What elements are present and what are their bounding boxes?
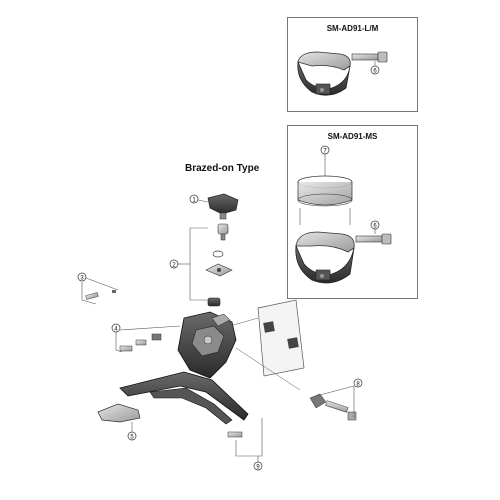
pin-parts-4 <box>119 333 162 352</box>
callout-7: 7 <box>320 145 330 155</box>
svg-text:5: 5 <box>130 435 134 441</box>
callout-3: 3 <box>77 272 87 282</box>
screw-parts-9 <box>227 431 243 438</box>
pin-parts-3 <box>85 290 116 300</box>
callout-2: 2 <box>169 259 179 269</box>
svg-text:6: 6 <box>373 69 377 75</box>
svg-text:8: 8 <box>356 382 360 388</box>
callout-1: 1 <box>189 194 199 204</box>
svg-text:6: 6 <box>373 224 377 230</box>
inset-title-lm: SM-AD91-L/M <box>326 24 379 33</box>
callout-6-top: 6 <box>370 65 380 75</box>
callout-5: 5 <box>127 431 137 441</box>
inset-title-ms: SM-AD91-MS <box>327 132 378 141</box>
diagram-title: Brazed-on Type <box>185 163 260 174</box>
clamp-shim-ms <box>297 175 353 207</box>
band-clamp-ms <box>295 231 355 284</box>
callout-8: 8 <box>353 378 363 388</box>
cage-tail-part <box>97 403 141 423</box>
svg-text:9: 9 <box>256 465 260 471</box>
band-clamp-lm <box>297 51 351 96</box>
seal-card <box>257 299 305 377</box>
top-cap-part <box>207 193 239 220</box>
svg-text:3: 3 <box>80 276 84 282</box>
callout-6-bottom: 6 <box>370 220 380 230</box>
mounting-bolt-part <box>309 393 357 421</box>
svg-text:7: 7 <box>323 149 327 155</box>
chain-cage <box>119 371 249 425</box>
callout-4: 4 <box>111 323 121 333</box>
clamp-bolt-lm <box>351 51 388 63</box>
callout-9: 9 <box>253 461 263 471</box>
svg-text:1: 1 <box>192 198 196 204</box>
svg-text:4: 4 <box>114 327 118 333</box>
svg-text:2: 2 <box>172 263 176 269</box>
adjust-screw-stack <box>205 223 233 307</box>
clamp-bolt-ms <box>355 233 392 245</box>
front-derailleur-body <box>177 311 237 379</box>
